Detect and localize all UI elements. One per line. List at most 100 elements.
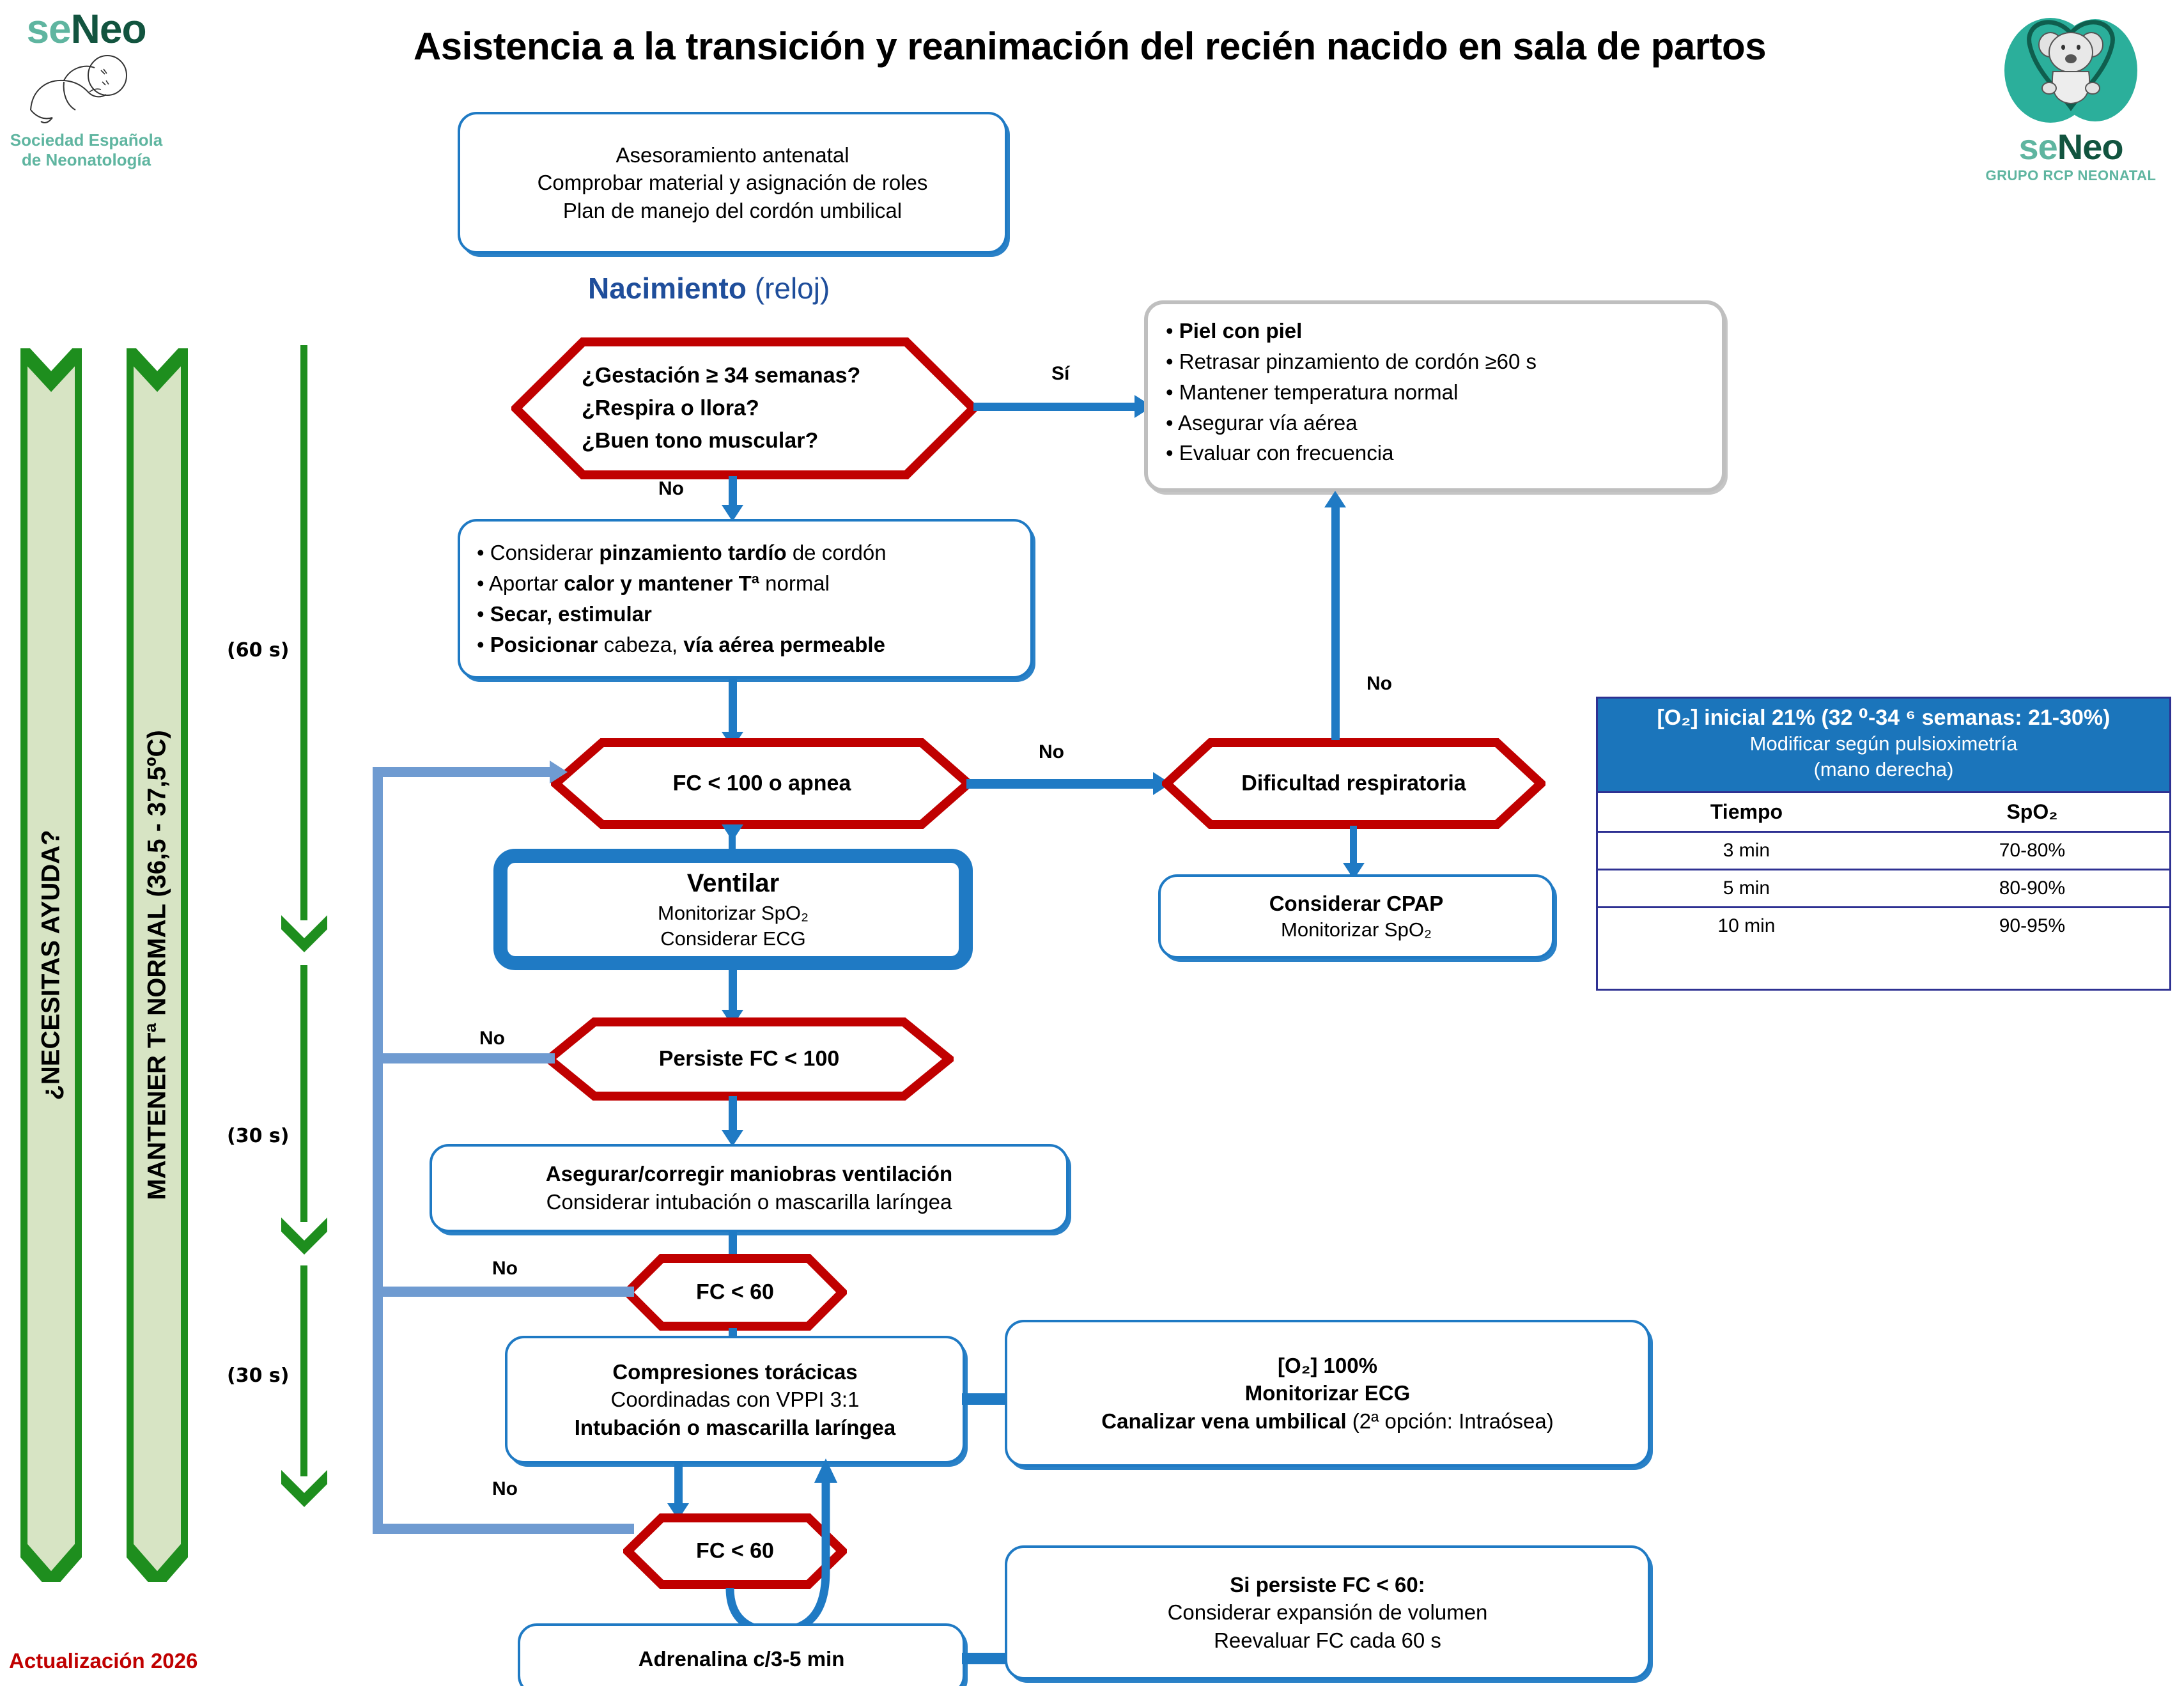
compressions-line3: Intubación o mascarilla laríngea [574, 1415, 896, 1439]
edge-label-no-persist: No [479, 1028, 505, 1049]
resp-label: Dificultad respiratoria [1241, 771, 1466, 796]
prep-line-2: Comprobar material y asignación de roles [537, 171, 928, 195]
node-chest-compressions: Compresiones torácicas Coordinadas con V… [505, 1336, 965, 1464]
initial-b2-post: normal [759, 571, 830, 596]
edge-label-si: Sí [1051, 363, 1070, 384]
banner-label-1: ¿NECESITAS AYUDA? [36, 830, 65, 1101]
node-persist-fc60: Si persiste FC < 60: Considerar expansió… [1005, 1545, 1650, 1680]
logo-subtitle-right: GRUPO RCP NEONATAL [1985, 167, 2157, 183]
edge-label-no-fc60b: No [492, 1478, 518, 1499]
nacimiento-bold: Nacimiento [588, 272, 747, 305]
feedback-branch-fc60a [377, 1287, 634, 1297]
cell-tiempo-1: 3 min [1598, 830, 1895, 870]
persist60-line3: Reevaluar FC cada 60 s [1214, 1628, 1441, 1652]
prep-line-3: Plan de manejo del cordón umbilical [562, 198, 902, 222]
prep-line-1: Asesoramiento antenatal [616, 143, 849, 167]
seneo-logo-left: seNeo Sociedad Española de Neonatología [6, 5, 166, 170]
secure-title: Asegurar/corregir maniobras ventilación [545, 1162, 953, 1186]
cell-tiempo-2: 5 min [1598, 868, 1895, 908]
decision-dificultad-respiratoria: Dificultad respiratoria [1159, 738, 1548, 829]
initial-b1-post: de cordón [786, 541, 887, 565]
skin-bullet-1: • Piel con piel [1166, 319, 1303, 343]
skin-bullet-3-text: Mantener temperatura normal [1179, 380, 1459, 404]
edge-persist-to-secure [729, 1096, 737, 1140]
adrenaline-label: Adrenalina c/3-5 min [638, 1647, 845, 1671]
seneo-rcp-logo-right: seNeo GRUPO RCP NEONATAL [1969, 6, 2173, 184]
table-row: 5 min 80-90% [1598, 868, 2169, 908]
feedback-branch-persist [377, 1053, 555, 1063]
spo2-table: Tiempo SpO₂ 3 min 70-80% 5 min 80-90% 10… [1598, 791, 2169, 944]
persist60-title: Si persiste FC < 60: [1230, 1572, 1425, 1597]
edge-birth-to-skin [973, 403, 1135, 411]
nacimiento-light: (reloj) [754, 272, 830, 305]
initial-bullet-1: • Considerar pinzamiento tardío de cordó… [477, 541, 887, 565]
ventilar-title: Ventilar [686, 869, 780, 897]
col-header-spo2: SpO₂ [1894, 791, 2169, 832]
cell-spo2-3: 90-95% [1894, 906, 2169, 944]
logo-neo-text-right: Neo [2057, 127, 2124, 167]
o2-line1: [O₂] 100% [1278, 1353, 1377, 1377]
secure-line2: Considerar intubación o mascarilla larín… [546, 1190, 952, 1214]
feedback-loop-arrowhead [550, 761, 568, 784]
node-skin-to-skin: • Piel con piel • Retrasar pinzamiento d… [1144, 300, 1726, 492]
decision-fc-60-a: FC < 60 [621, 1254, 849, 1331]
edge-fc60b-adrenalina-loop [725, 1458, 837, 1636]
timing-arrow-head-3 [281, 1470, 327, 1507]
edge-initial-to-fc100 [729, 679, 737, 739]
fc100-label: FC < 100 o apnea [672, 771, 851, 796]
table-row: 3 min 70-80% [1598, 830, 2169, 870]
persist60-line2: Considerar expansión de volumen [1167, 1600, 1488, 1625]
compressions-title: Compresiones torácicas [612, 1359, 858, 1384]
node-prep-box: Asesoramiento antenatal Comprobar materi… [458, 112, 1007, 254]
logo-se-text-right: se [2018, 127, 2057, 167]
compressions-line2: Coordinadas con VPPI 3:1 [610, 1388, 860, 1412]
edge-label-no-fc100: No [1039, 741, 1064, 762]
spo2-header-line3: (mano derecha) [1813, 758, 1954, 781]
connector-compressions-to-o2 [962, 1393, 1008, 1405]
logo-subtitle: Sociedad Española de Neonatología [10, 130, 163, 170]
decision-persiste-fc-100: Persiste FC < 100 [541, 1017, 957, 1101]
node-adrenaline: Adrenalina c/3-5 min [518, 1623, 965, 1686]
table-row: 10 min 90-95% [1598, 906, 2169, 944]
o2-line3-bold: Canalizar vena umbilical [1101, 1409, 1352, 1433]
edge-resp-to-cpap [1350, 826, 1357, 877]
timing-arrow-head-2 [281, 1218, 327, 1255]
logo-se-text: se [26, 6, 71, 52]
skin-bullet-5: • Evaluar con frecuencia [1166, 441, 1394, 465]
node-o2-100: [O₂] 100% Monitorizar ECG Canalizar vena… [1005, 1320, 1650, 1467]
initial-b3-strong: Secar, estimular [490, 602, 652, 626]
col-header-tiempo: Tiempo [1598, 791, 1895, 832]
baby-illustration-icon [6, 52, 166, 130]
label-nacimiento: Nacimiento (reloj) [588, 271, 830, 305]
edge-persist-to-secure-arrowhead [722, 1130, 743, 1147]
initial-b1-pre: Considerar [490, 541, 600, 565]
koala-heart-icon [1969, 6, 2173, 131]
initial-b4-strong2: vía aérea permeable [683, 632, 885, 656]
initial-bullet-2: • Aportar calor y mantener Tª normal [477, 571, 830, 596]
initial-b2-pre: Aportar [488, 571, 564, 596]
edge-label-no-birth: No [658, 478, 684, 499]
edge-resp-to-skin-arrowhead [1324, 491, 1346, 507]
timing-arrow-shaft-3 [300, 1265, 307, 1476]
skin-bullet-2: • Retrasar pinzamiento de cordón ≥60 s [1166, 349, 1537, 373]
timing-arrow-shaft-2 [300, 965, 307, 1222]
timing-label-60s: (60 s) [227, 639, 290, 661]
spo2-reference-table: [O₂] inicial 21% (32 ⁰-34 ⁶ semanas: 21-… [1596, 697, 2171, 991]
feedback-loop-top-branch [373, 767, 558, 777]
banner-necesitas-ayuda: ¿NECESITAS AYUDA? [13, 330, 89, 1593]
table-header-row: Tiempo SpO₂ [1598, 791, 2169, 832]
skin-bullet-4-text: Asegurar vía aérea [1177, 410, 1358, 435]
fc60a-label: FC < 60 [696, 1280, 774, 1304]
node-secure-ventilation: Asegurar/corregir maniobras ventilación … [430, 1144, 1069, 1232]
edge-fc100-to-ventilar-arrowhead [722, 824, 743, 841]
spo2-table-header: [O₂] inicial 21% (32 ⁰-34 ⁶ semanas: 21-… [1598, 699, 2169, 791]
cell-spo2-1: 70-80% [1894, 830, 2169, 870]
logo-neo-text: Neo [70, 6, 147, 52]
ventilar-line2: Monitorizar SpO₂ [658, 901, 809, 924]
timing-label-30s-a: (30 s) [227, 1125, 290, 1147]
cpap-line2: Monitorizar SpO₂ [1281, 918, 1432, 941]
edge-birth-to-initial [729, 476, 737, 509]
feedback-loop-spine [373, 773, 383, 1534]
update-note: Actualización 2026 [9, 1649, 198, 1673]
